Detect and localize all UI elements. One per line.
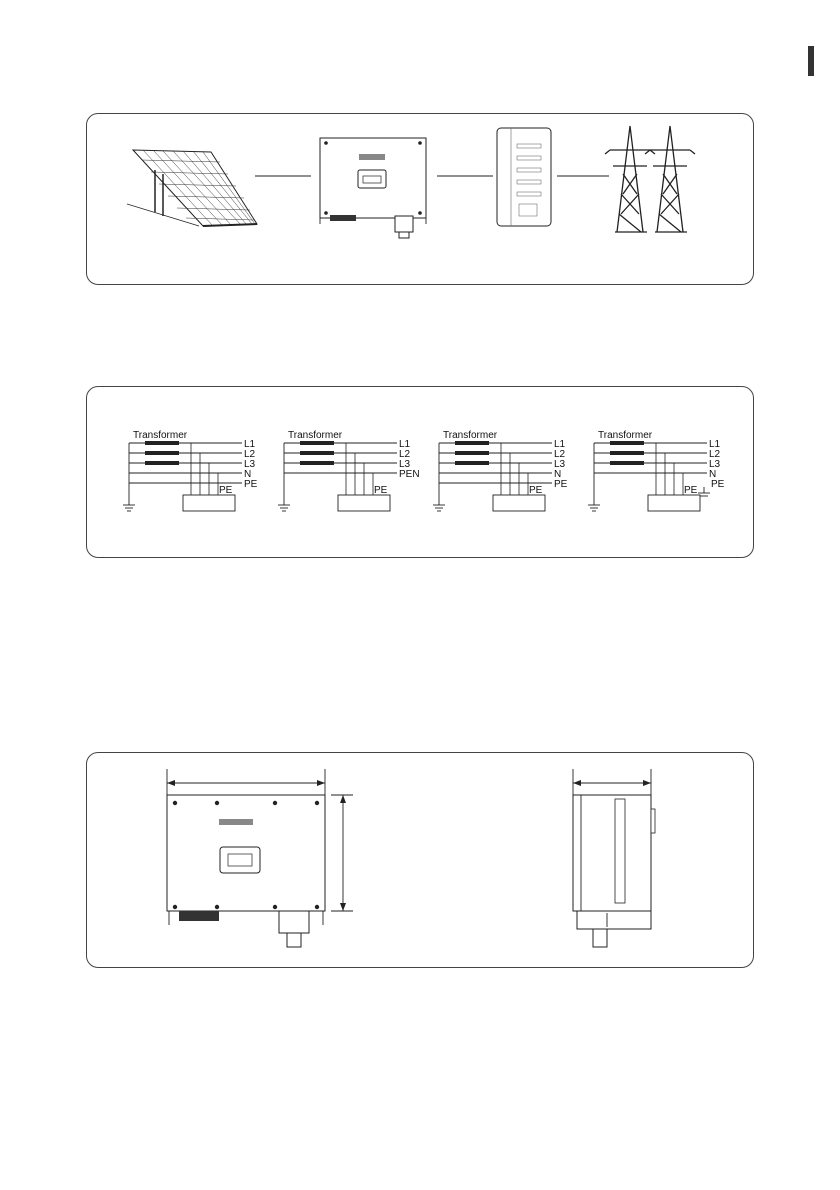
inverter-icon [320,138,426,238]
line-label: PE [244,479,258,490]
line-label: PEN [399,469,420,480]
load-box [183,495,235,511]
transformer-label: Transformer [288,430,343,441]
transformer-winding [145,441,179,445]
load-box [648,495,700,511]
system-overview-panel [86,113,754,285]
dimensions-panel [86,752,754,968]
transformer-winding [455,461,489,465]
transformer-label: Transformer [443,430,498,441]
transformer-winding [300,451,334,455]
pv-array-icon [127,150,257,226]
transformer-label: Transformer [133,430,188,441]
transformer-winding [610,451,644,455]
transformer-winding [145,461,179,465]
front-view [167,769,353,947]
dimensions-diagram [87,753,755,969]
pe-label: PE [684,485,698,496]
pe-label: PE [529,485,543,496]
transformer-winding [455,441,489,445]
pe-label: PE [219,485,233,496]
grid-systems-diagram: TransformerL1L2L3NPEPETransformerL1L2L3P… [87,387,755,559]
transformer-winding [610,441,644,445]
transformer-winding [455,451,489,455]
line-label: PE [554,479,568,490]
system-overview-diagram [87,114,755,286]
transmission-tower-icon [605,126,655,232]
pe-label: PE [374,485,388,496]
transformer-winding [300,441,334,445]
transformer-winding [610,461,644,465]
page-edge-marker [808,46,814,76]
transformer-winding [300,461,334,465]
transformer-label: Transformer [598,430,653,441]
load-box [493,495,545,511]
load-box [338,495,390,511]
distribution-cabinet-icon [497,128,551,226]
earth-pe-label: PE [711,479,725,490]
side-view [573,769,655,947]
transformer-winding [145,451,179,455]
transmission-tower-icon [645,126,695,232]
